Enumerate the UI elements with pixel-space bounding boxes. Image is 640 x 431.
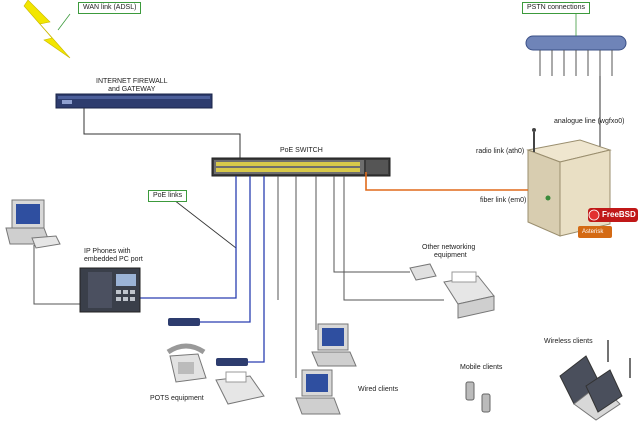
mobile-clients-label: Mobile clients <box>460 364 503 371</box>
fax-machine-icon <box>215 371 265 405</box>
other-networking-label-line1: Other networking <box>422 244 476 251</box>
asterisk-label: Asterisk <box>582 229 604 235</box>
pstn-callout: PSTN connections <box>522 2 590 14</box>
mobile-phone-icon <box>465 381 491 413</box>
pstn-connector <box>525 35 627 76</box>
desktop-pc-icon <box>311 323 357 367</box>
wired-clients-label: Wired clients <box>358 386 399 393</box>
ip-phones-label: IP Phones with embedded PC port <box>84 248 143 264</box>
pots-label: POTS equipment <box>150 395 204 402</box>
desktop-pc-icon <box>295 369 341 415</box>
asterisk-logo <box>578 226 612 238</box>
freebsd-label: FreeBSD <box>602 210 636 219</box>
firewall-label-line1: INTERNET FIREWALL <box>96 78 168 85</box>
analog-phone-icon <box>166 343 207 383</box>
other-networking-label: Other networking equipment <box>422 244 475 260</box>
router-icon <box>409 263 437 281</box>
laptop-icon <box>585 358 631 413</box>
radio-link-label: radio link (ath0) <box>476 148 525 155</box>
wan-link-callout: WAN link (ADSL) <box>78 2 142 14</box>
printer-icon <box>443 271 495 319</box>
other-networking-label-line2: equipment <box>434 252 467 259</box>
ip-phone-icon <box>79 267 141 313</box>
adapter-device <box>168 318 200 326</box>
fiber-link-label: fiber link (em0) <box>480 197 527 204</box>
ip-phones-label-line1: IP Phones with <box>84 248 131 255</box>
poe-links-callout: PoE links <box>148 190 188 202</box>
lightning-icon <box>23 0 71 59</box>
adapter-device <box>216 358 248 366</box>
firewall-label-line2: and GATEWAY <box>108 86 156 93</box>
switch-label: PoE SWITCH <box>280 147 323 154</box>
ip-phones-label-line2: embedded PC port <box>84 256 143 263</box>
firewall-device <box>55 93 213 109</box>
poe-switch-device <box>211 157 391 177</box>
firewall-label: INTERNET FIREWALL and GATEWAY <box>96 78 168 94</box>
freebsd-logo <box>588 208 638 222</box>
analogue-line-label: analogue line (wgfxo0) <box>554 118 625 125</box>
wireless-clients-label: Wireless clients <box>544 338 593 345</box>
desktop-pc-icon <box>5 199 61 249</box>
